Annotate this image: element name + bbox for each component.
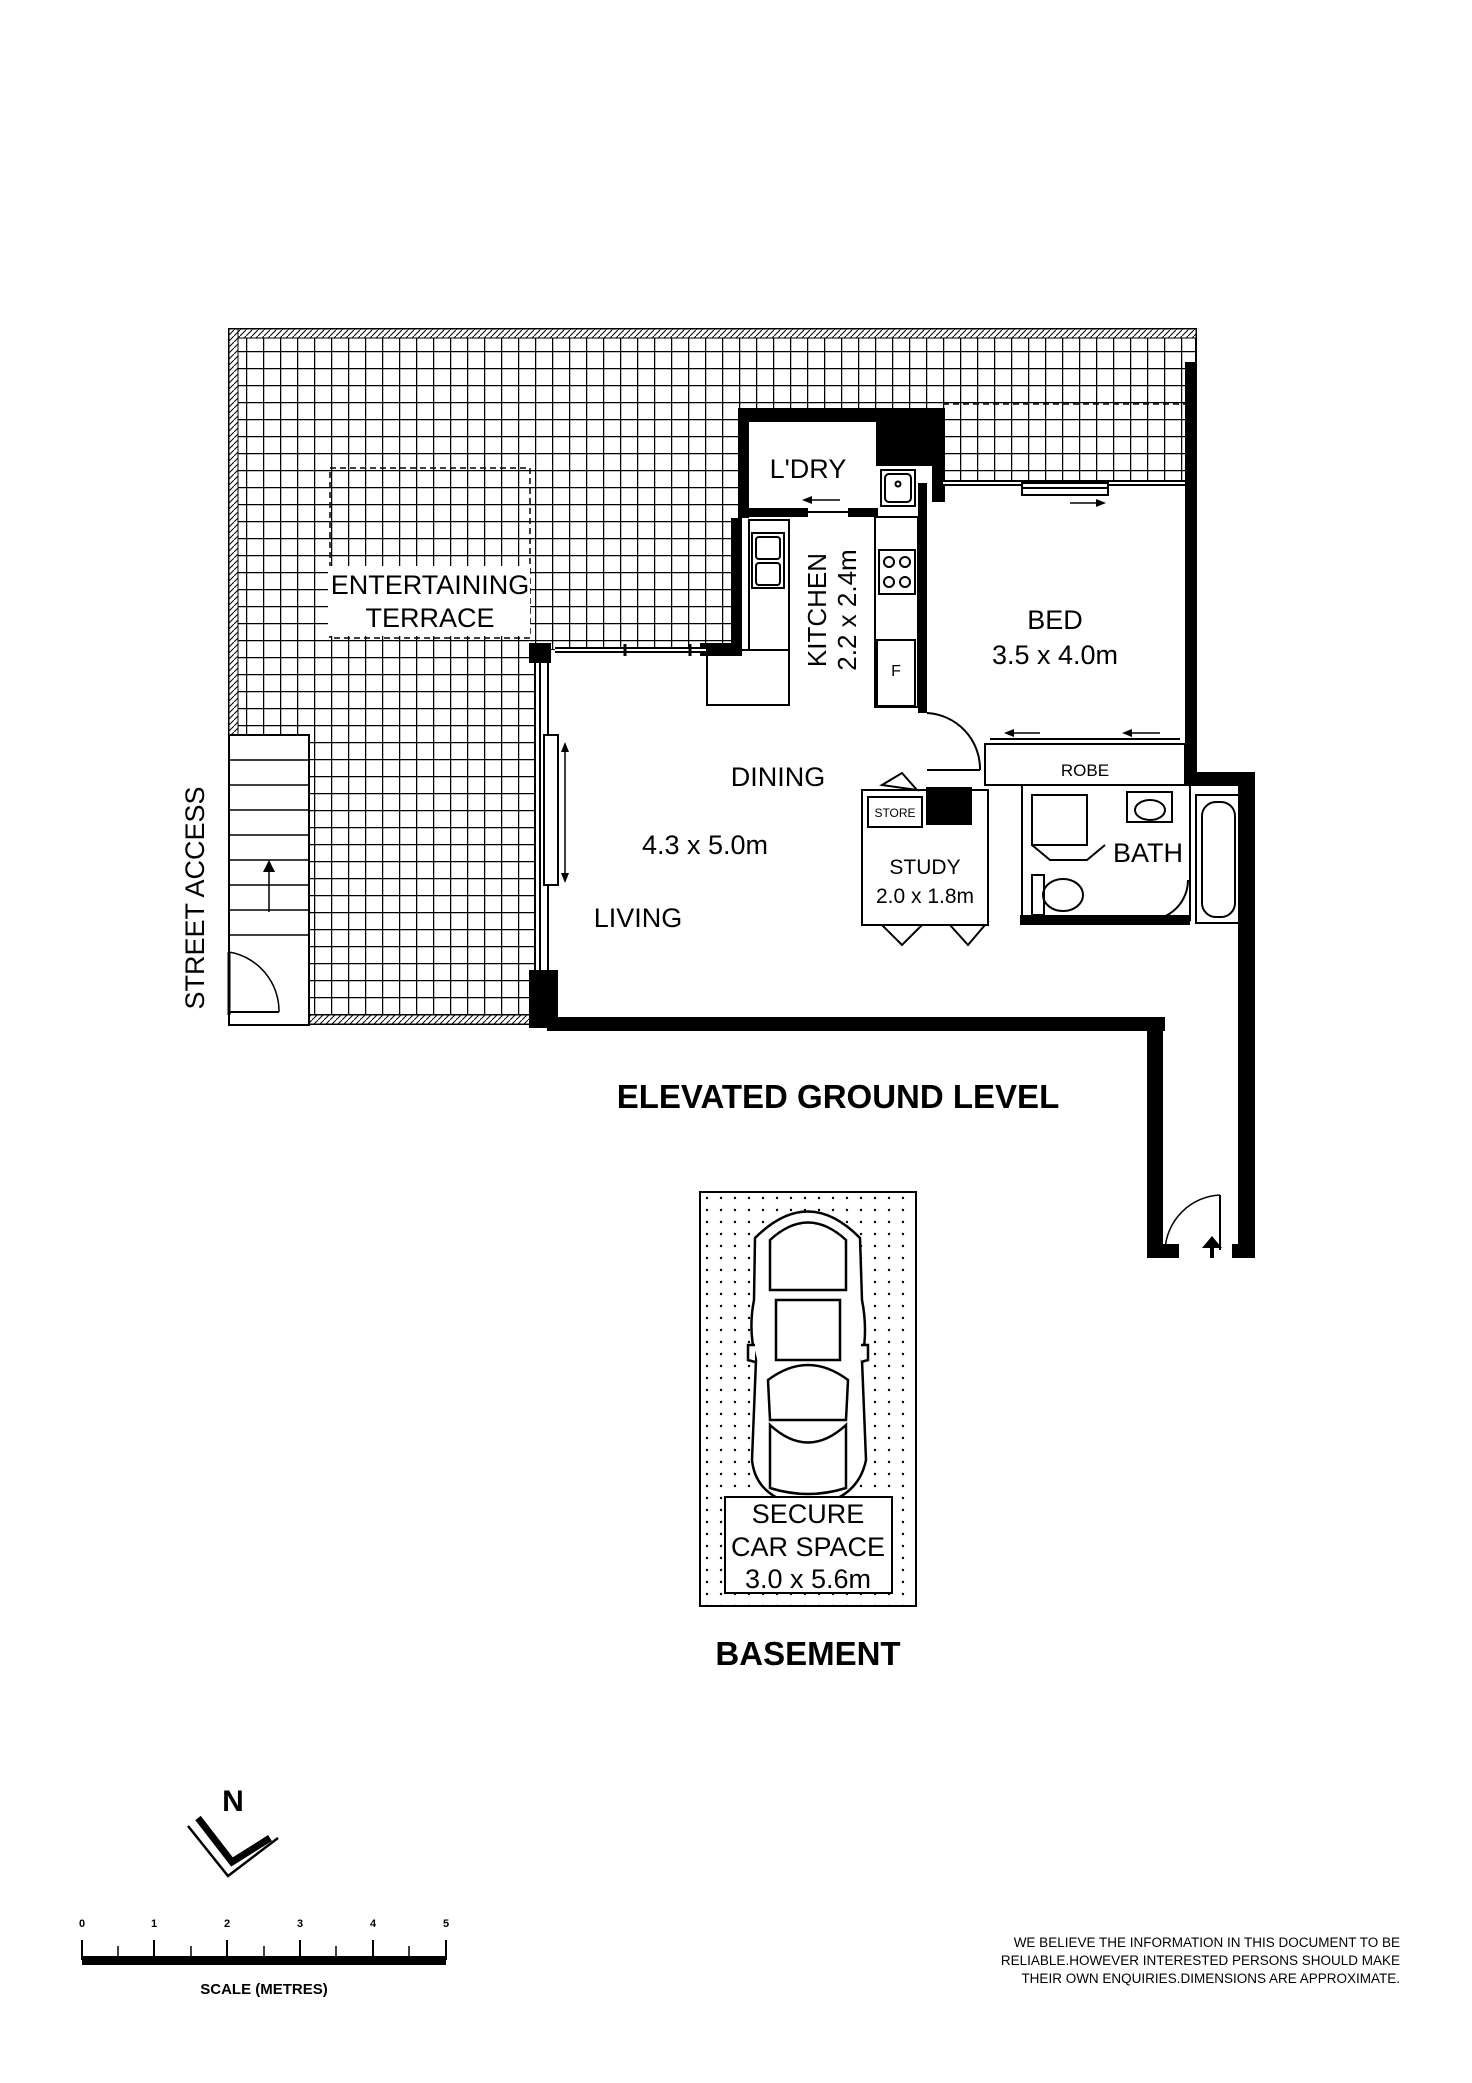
- fridge-label: F: [891, 663, 901, 680]
- disclaimer-line2: RELIABLE.HOWEVER INTERESTED PERSONS SHOU…: [1000, 1953, 1400, 1968]
- scale-tick-5: 5: [443, 1918, 449, 1930]
- disclaimer: WE BELIEVE THE INFORMATION IN THIS DOCUM…: [930, 1934, 1400, 1988]
- street-access-label: STREET ACCESS: [180, 786, 210, 1009]
- scale-tick-1: 1: [151, 1918, 157, 1930]
- entertaining-terrace: [227, 328, 1197, 1026]
- interior-partitions: [539, 469, 1242, 970]
- basement-title: BASEMENT: [715, 1635, 900, 1672]
- scale-bar: [81, 1940, 447, 1965]
- kitchen-label: KITCHEN: [802, 553, 832, 667]
- north-arrow-icon: [187, 1815, 279, 1878]
- robe-label: ROBE: [1061, 761, 1109, 780]
- living-label: LIVING: [594, 903, 683, 933]
- store-label: STORE: [874, 806, 915, 820]
- bath-label: BATH: [1113, 838, 1183, 868]
- car-space-label-line2: CAR SPACE: [731, 1532, 885, 1562]
- car-space: [699, 1191, 917, 1607]
- car-icon: [746, 1210, 870, 1509]
- terrace-label-line1: ENTERTAINING: [331, 570, 530, 600]
- disclaimer-line1: WE BELIEVE THE INFORMATION IN THIS DOCUM…: [1013, 1935, 1400, 1950]
- kitchen-size: 2.2 x 2.4m: [832, 549, 862, 670]
- laundry-label: L'DRY: [770, 454, 847, 484]
- street-stairs: [228, 734, 310, 1026]
- living-size: 4.3 x 5.0m: [642, 830, 768, 860]
- scale-label: SCALE (METRES): [200, 1981, 328, 1998]
- car-space-label-line1: SECURE: [752, 1499, 865, 1529]
- scale-tick-2: 2: [224, 1918, 230, 1930]
- study-size: 2.0 x 1.8m: [876, 885, 974, 908]
- entry-door: [1164, 1194, 1222, 1258]
- scale-tick-4: 4: [370, 1918, 377, 1930]
- north-label: N: [222, 1785, 244, 1818]
- scale-tick-0: 0: [79, 1918, 85, 1930]
- dining-label: DINING: [731, 762, 826, 792]
- terrace-label-line2: TERRACE: [365, 603, 494, 633]
- bed-label: BED: [1027, 605, 1083, 635]
- street-gate: [227, 951, 280, 1015]
- disclaimer-line3: THEIR OWN ENQUIRIES.DIMENSIONS ARE APPRO…: [1021, 1971, 1400, 1986]
- scale-tick-3: 3: [297, 1918, 303, 1930]
- interior-floor: [542, 412, 1255, 1250]
- bed-size: 3.5 x 4.0m: [992, 640, 1118, 670]
- elevated-ground-level-title: ELEVATED GROUND LEVEL: [617, 1078, 1059, 1115]
- car-space-size: 3.0 x 5.6m: [745, 1564, 871, 1594]
- study-label: STUDY: [889, 856, 960, 879]
